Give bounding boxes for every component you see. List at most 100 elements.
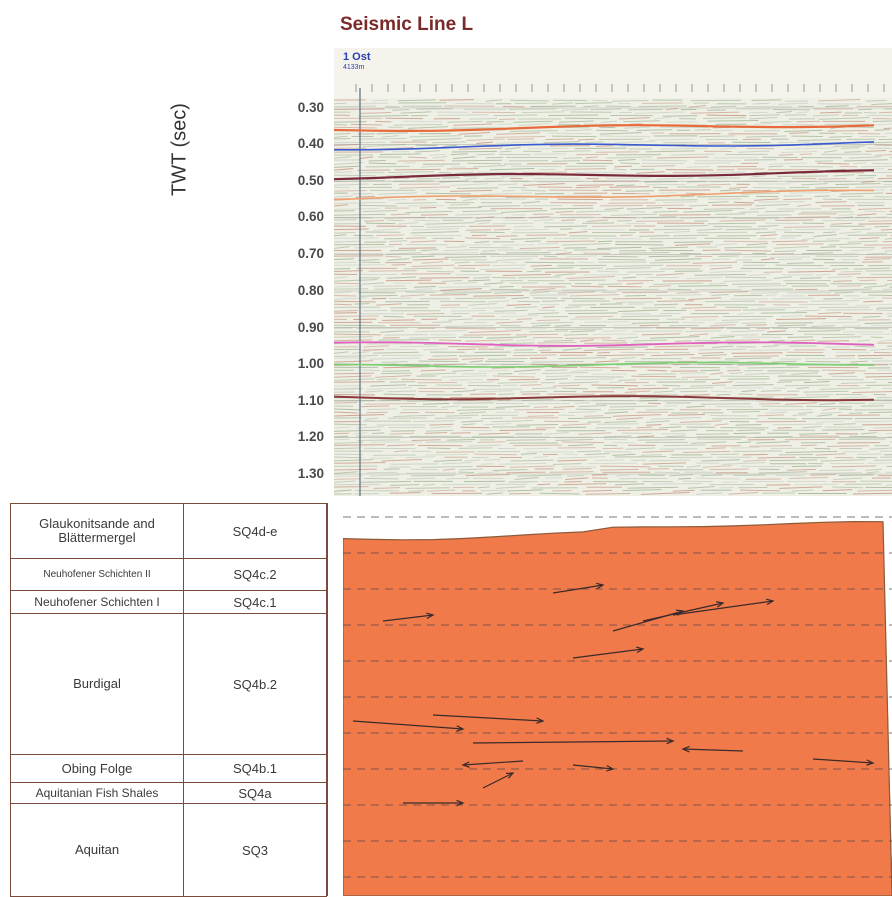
reflection-texture xyxy=(826,445,869,447)
reflection-texture xyxy=(776,189,828,191)
reflection-texture xyxy=(864,322,892,324)
reflection-texture xyxy=(358,102,389,105)
stratal-termination-arrow xyxy=(462,760,524,766)
reflection-texture xyxy=(424,453,468,456)
reflection-texture xyxy=(533,219,554,222)
reflection-texture xyxy=(463,198,478,201)
reflection-texture xyxy=(820,459,866,462)
reflection-texture xyxy=(578,261,594,264)
reflection-texture xyxy=(476,141,494,144)
reflection-texture xyxy=(533,288,556,291)
reflection-texture xyxy=(444,256,487,258)
reflection-texture xyxy=(561,243,610,246)
reflection-texture xyxy=(397,99,436,102)
reflection-texture xyxy=(376,234,405,237)
reflection-texture xyxy=(838,474,874,476)
reflection-texture xyxy=(442,483,491,486)
reflection-texture xyxy=(478,205,521,207)
reflection-texture xyxy=(615,243,664,246)
reflection-texture xyxy=(616,429,668,431)
strat-row: Obing Folge SQ4b.1 xyxy=(10,754,327,783)
reflection-texture xyxy=(810,474,836,476)
reflection-texture xyxy=(480,463,494,465)
reflection-texture xyxy=(833,174,855,177)
reflection-texture xyxy=(394,168,441,171)
y-tick-label: 0.80 xyxy=(297,283,324,298)
reflection-texture xyxy=(389,492,421,494)
reflection-texture xyxy=(789,477,829,480)
reflection-texture xyxy=(773,276,793,279)
reflection-texture xyxy=(631,375,676,378)
reflection-texture xyxy=(406,477,436,480)
reflection-texture xyxy=(529,291,550,294)
reflection-texture xyxy=(691,111,740,114)
reflection-texture xyxy=(604,207,624,210)
reflection-texture xyxy=(819,403,836,405)
reflection-texture xyxy=(526,270,542,273)
reflection-texture xyxy=(616,184,635,186)
reflection-texture xyxy=(478,432,510,435)
reflection-texture xyxy=(688,105,706,108)
reflection-texture xyxy=(714,423,729,426)
reflection-texture xyxy=(828,372,855,375)
reflection-texture xyxy=(376,132,409,135)
reflection-texture xyxy=(642,450,674,453)
reflection-texture xyxy=(614,141,656,144)
strat-row: Neuhofener Schichten II SQ4c.2 xyxy=(10,558,327,591)
reflection-texture xyxy=(334,339,373,342)
reflection-texture xyxy=(768,165,784,168)
reflection-texture xyxy=(387,219,404,222)
reflection-texture xyxy=(334,459,373,462)
reflection-texture xyxy=(543,339,574,342)
reflection-texture xyxy=(565,306,581,309)
reflection-texture xyxy=(334,105,377,108)
reflection-texture xyxy=(764,294,778,297)
reflection-texture xyxy=(729,186,748,189)
reflection-texture xyxy=(750,292,779,294)
reflection-texture xyxy=(414,285,437,288)
reflection-texture xyxy=(579,366,620,369)
reflection-texture xyxy=(495,405,530,408)
reflection-texture xyxy=(334,279,378,282)
reflection-texture xyxy=(532,361,584,363)
reflection-texture xyxy=(386,252,422,255)
reflection-texture xyxy=(683,210,733,213)
reflection-texture xyxy=(364,390,384,393)
reflection-texture xyxy=(854,420,892,423)
reflection-texture xyxy=(517,276,561,279)
reflection-texture xyxy=(487,300,510,303)
reflection-texture xyxy=(857,354,892,357)
reflection-texture xyxy=(575,102,613,105)
reflection-texture xyxy=(374,288,407,290)
reflection-texture xyxy=(708,201,729,204)
reflection-texture xyxy=(558,483,607,486)
reflection-texture xyxy=(555,438,594,441)
reflection-texture xyxy=(712,381,733,384)
reflection-texture xyxy=(604,420,637,423)
reflection-texture xyxy=(372,351,419,354)
reflection-texture xyxy=(665,108,678,111)
well-depth-label: 4133m xyxy=(343,64,365,71)
reflection-texture xyxy=(496,258,533,261)
reflection-texture xyxy=(608,408,635,411)
arrow-head xyxy=(456,725,465,732)
reflection-texture xyxy=(576,450,602,453)
reflection-texture xyxy=(380,330,404,333)
reflection-texture xyxy=(615,483,645,486)
reflection-texture xyxy=(473,294,524,297)
reflection-texture xyxy=(721,462,765,465)
reflection-texture xyxy=(334,291,352,294)
reflection-texture xyxy=(334,303,352,306)
reflection-texture xyxy=(568,411,597,414)
reflection-texture xyxy=(423,402,450,405)
reflection-texture xyxy=(859,237,880,240)
reflection-texture xyxy=(513,369,541,372)
reflection-texture xyxy=(681,316,719,318)
reflection-texture xyxy=(783,226,825,228)
shotpoint-header xyxy=(334,48,892,98)
reflection-texture xyxy=(361,294,398,297)
reflection-texture xyxy=(613,264,663,267)
reflection-texture xyxy=(555,210,574,213)
reflection-texture xyxy=(396,202,437,204)
stratal-termination-arrow xyxy=(352,720,464,730)
